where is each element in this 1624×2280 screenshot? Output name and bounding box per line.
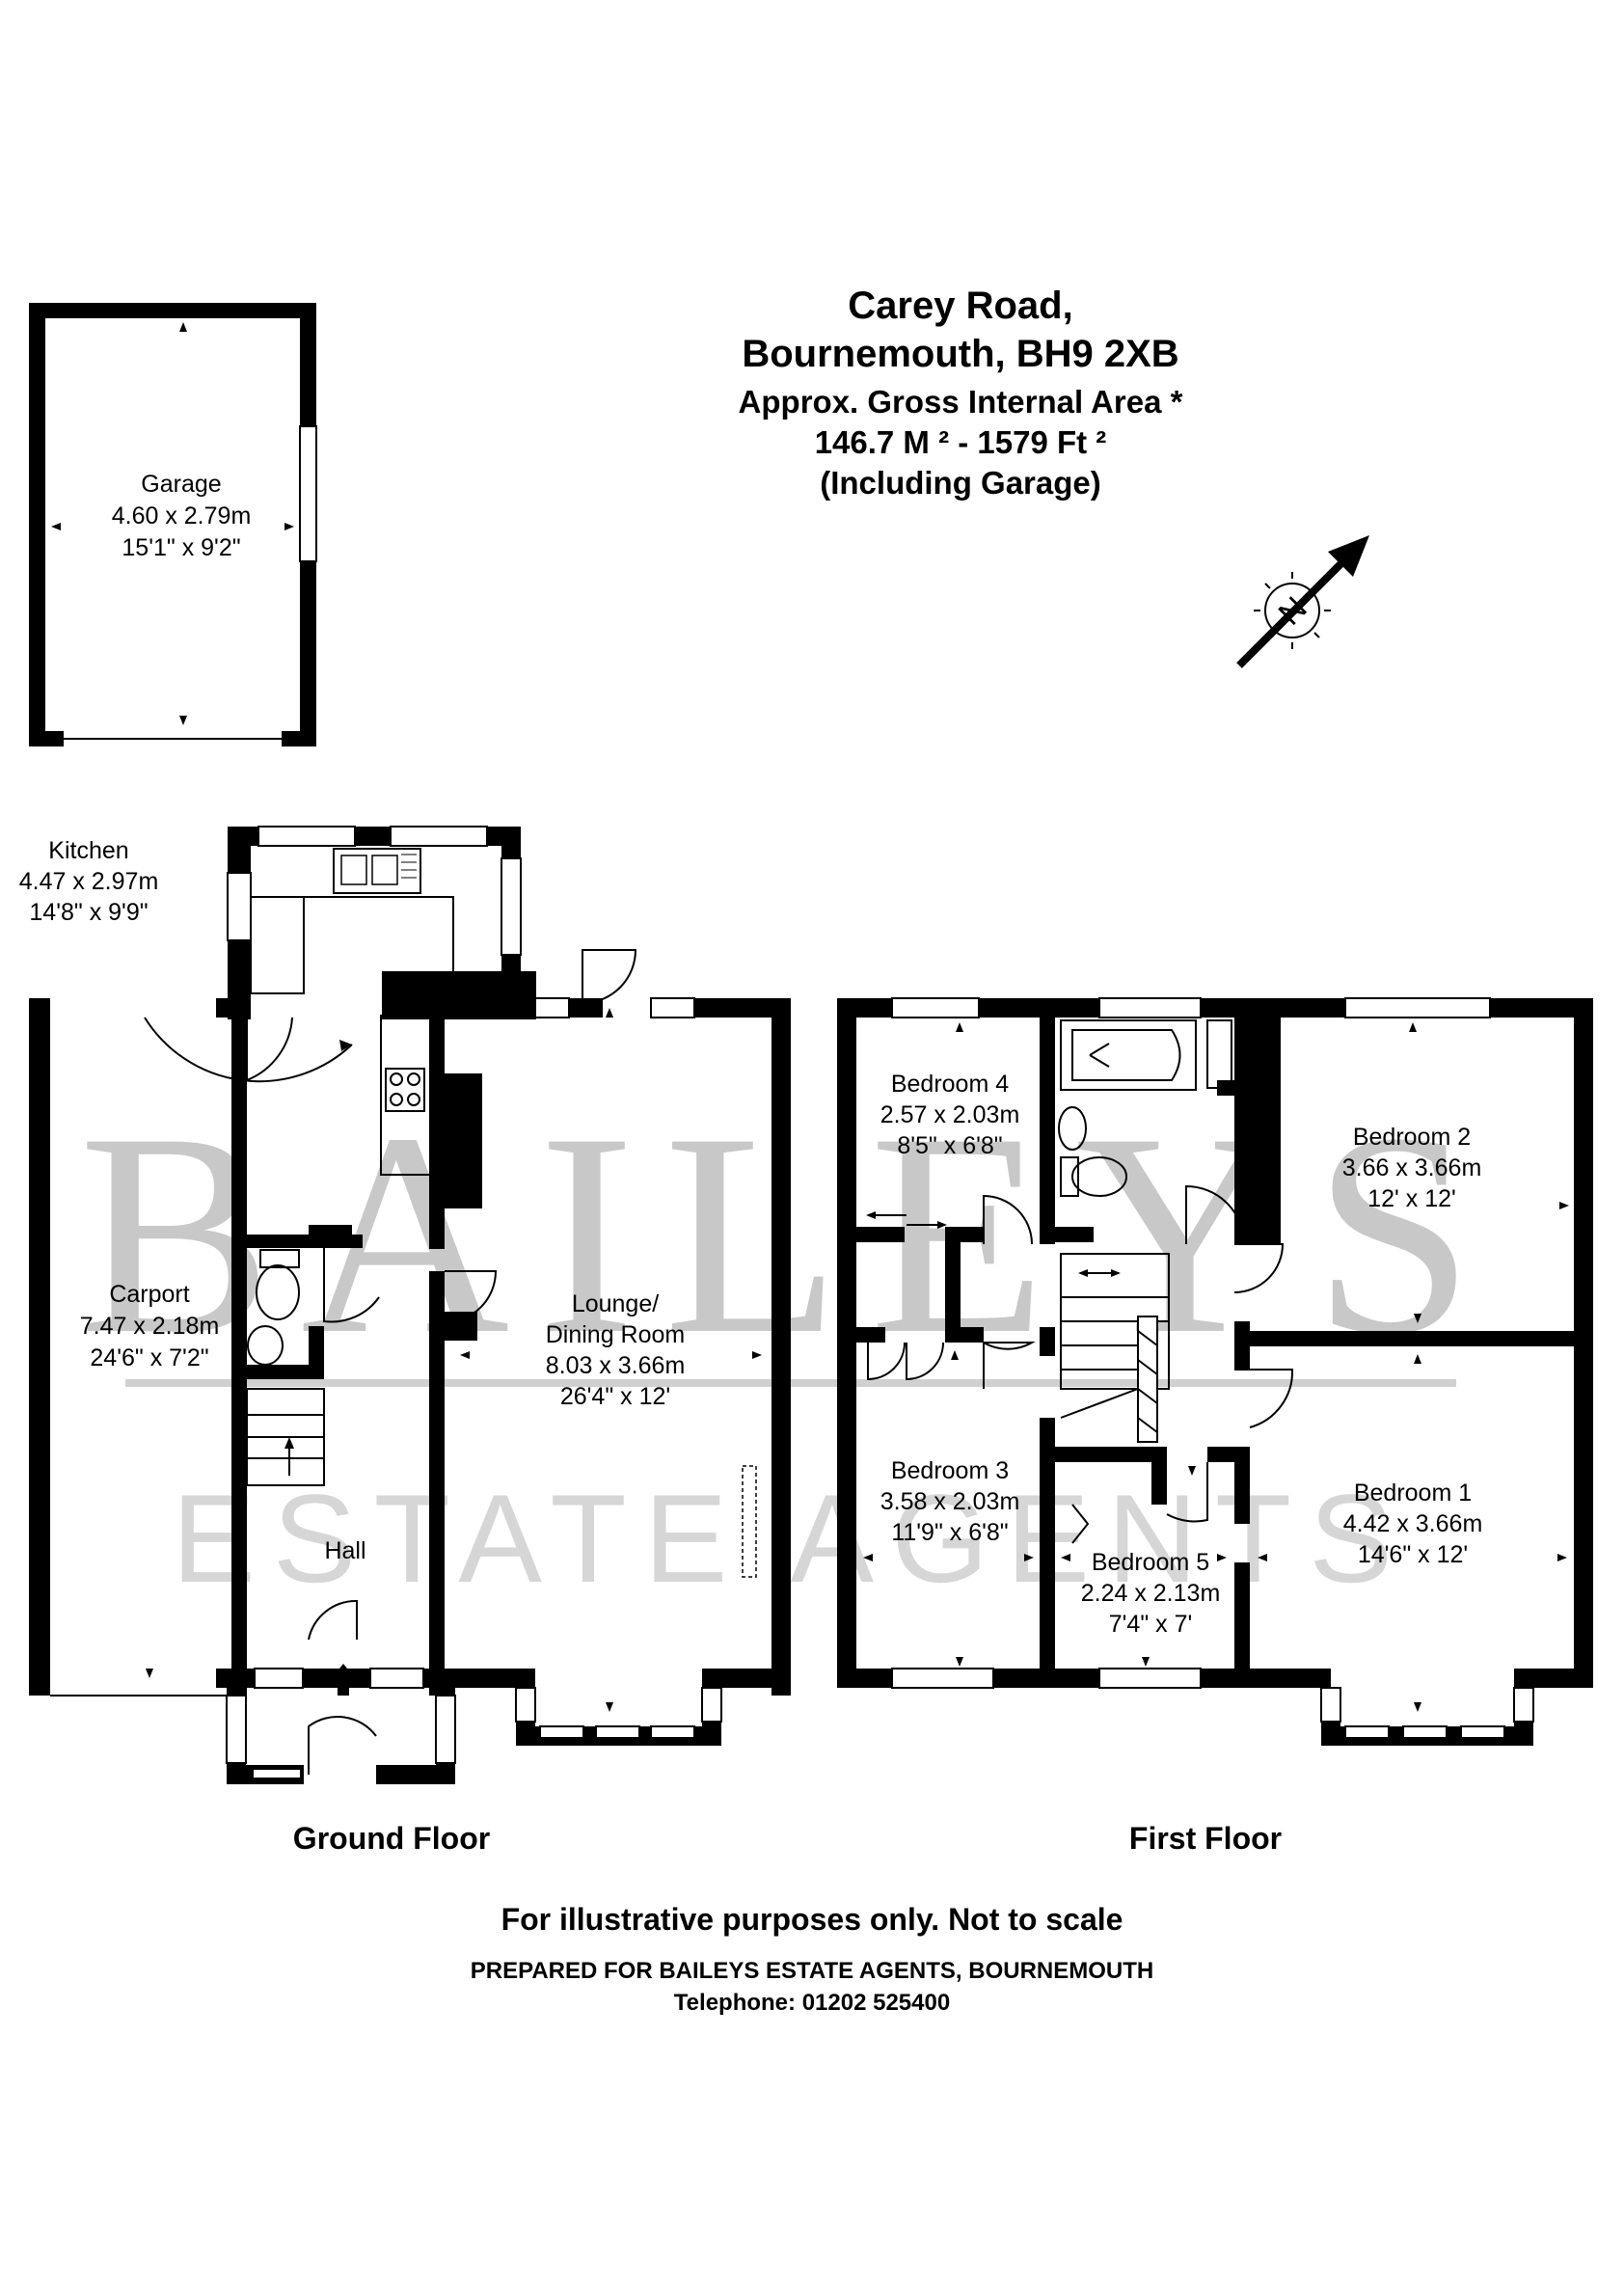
bedroom1-imperial: 14'6" x 12' xyxy=(1358,1541,1468,1568)
area-note: (Including Garage) xyxy=(820,465,1101,501)
kitchen-name: Kitchen xyxy=(48,837,128,864)
bedroom4-imperial: 8'5" x 6'8" xyxy=(897,1132,1002,1159)
bedroom3-imperial: 11'9" x 6'8" xyxy=(891,1519,1008,1546)
lounge-name-line-1: Lounge/ xyxy=(572,1290,659,1317)
bedroom5-metric: 2.24 x 2.13m xyxy=(1081,1580,1221,1607)
toilet-icon xyxy=(1060,1156,1127,1197)
carport-name: Carport xyxy=(109,1281,189,1308)
ground-floor-plan xyxy=(29,826,791,1784)
address-line-2: Bournemouth, BH9 2XB xyxy=(742,333,1178,375)
hall-name: Hall xyxy=(324,1537,365,1564)
bedroom1-name: Bedroom 1 xyxy=(1354,1479,1472,1506)
bedroom4-metric: 2.57 x 2.03m xyxy=(880,1101,1020,1128)
ground-floor-label: Ground Floor xyxy=(293,1821,490,1856)
kitchen-imperial: 14'8" x 9'9" xyxy=(29,899,148,926)
bath-icon xyxy=(1060,1019,1197,1091)
garage-name: Garage xyxy=(141,471,221,498)
bedroom3-metric: 3.58 x 2.03m xyxy=(880,1488,1020,1515)
lounge-metric: 8.03 x 3.66m xyxy=(546,1352,686,1379)
bedroom5-name: Bedroom 5 xyxy=(1092,1549,1209,1576)
address-line-1: Carey Road, xyxy=(848,285,1072,327)
entrance-arrow-icon xyxy=(332,1664,355,1696)
bedroom1-metric: 4.42 x 3.66m xyxy=(1343,1510,1483,1537)
basin-icon xyxy=(247,1325,284,1366)
property-header: Carey Road, Bournemouth, BH9 2XB Approx.… xyxy=(739,285,1183,501)
toilet-icon xyxy=(256,1249,300,1320)
lounge-name-line-2: Dining Room xyxy=(546,1321,686,1348)
carport-metric: 7.47 x 2.18m xyxy=(80,1313,220,1340)
prepared-for: PREPARED FOR BAILEYS ESTATE AGENTS, BOUR… xyxy=(471,1958,1153,1984)
telephone: Telephone: 01202 525400 xyxy=(674,1990,950,2016)
kitchen-metric: 4.47 x 2.97m xyxy=(19,868,159,895)
garage-plan xyxy=(29,303,317,746)
bedroom3-name: Bedroom 3 xyxy=(891,1457,1009,1484)
bedroom2-name: Bedroom 2 xyxy=(1353,1124,1471,1151)
bedroom2-metric: 3.66 x 3.66m xyxy=(1342,1154,1482,1181)
carport-imperial: 24'6" x 7'2" xyxy=(90,1344,208,1371)
disclaimer: For illustrative purposes only. Not to s… xyxy=(501,1902,1123,1937)
compass-north-icon: N xyxy=(1236,535,1369,668)
garage-metric: 4.60 x 2.79m xyxy=(112,502,252,529)
garage-imperial: 15'1" x 9'2" xyxy=(122,534,240,561)
area-value: 146.7 M ² - 1579 Ft ² xyxy=(815,424,1107,460)
area-label: Approx. Gross Internal Area * xyxy=(739,384,1183,420)
first-floor-label: First Floor xyxy=(1129,1821,1282,1856)
sink-icon xyxy=(333,848,421,894)
lounge-imperial: 26'4" x 12' xyxy=(560,1383,670,1410)
bedroom4-name: Bedroom 4 xyxy=(891,1071,1009,1098)
bedroom2-imperial: 12' x 12' xyxy=(1367,1185,1456,1212)
first-floor-plan xyxy=(837,997,1593,1746)
bedroom5-imperial: 7'4" x 7' xyxy=(1109,1611,1193,1638)
basin-icon xyxy=(1058,1106,1087,1151)
